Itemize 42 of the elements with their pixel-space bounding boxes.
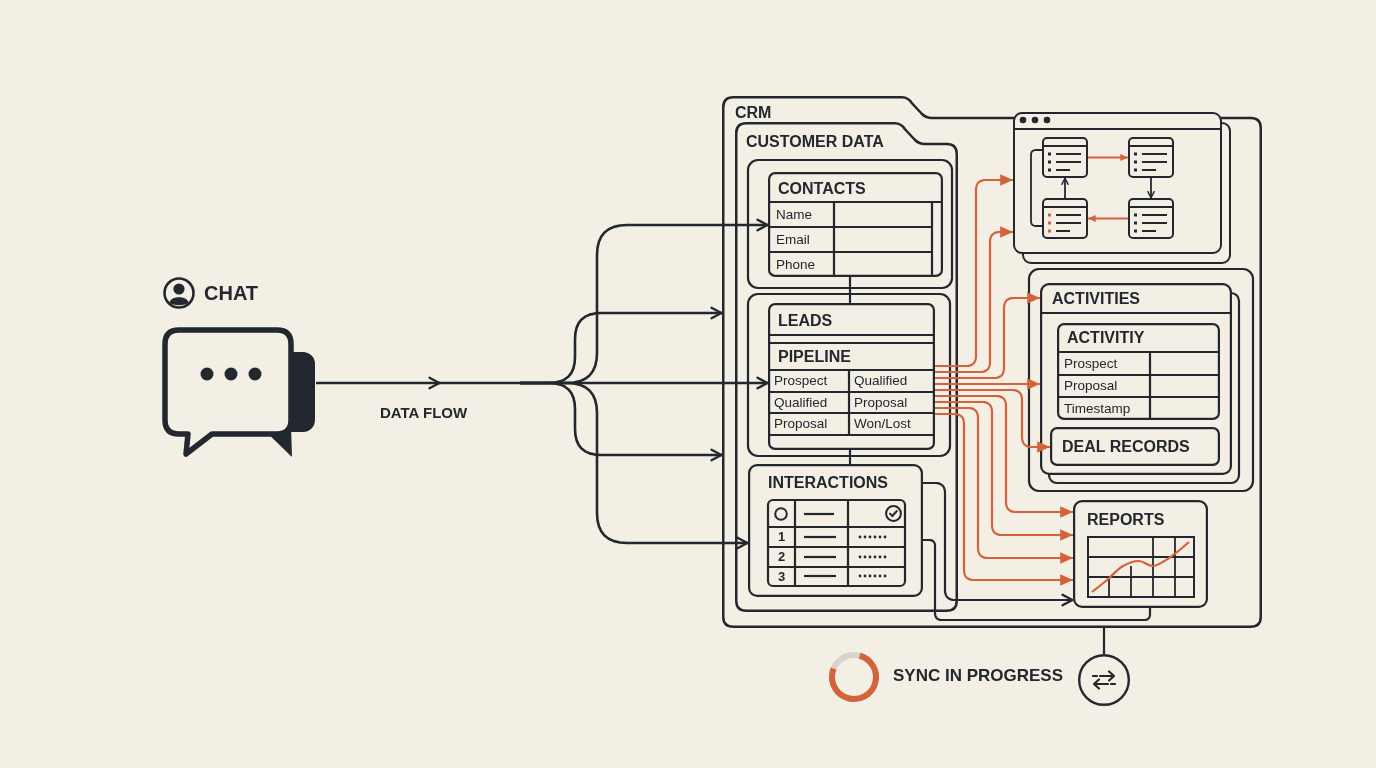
connector-line [1102, 628, 1106, 654]
section-heading: CRM [735, 103, 772, 123]
arrow [935, 378, 1040, 390]
section-heading: REPORTS [1087, 510, 1165, 530]
arrow [520, 381, 749, 550]
row-number: 2 [776, 548, 787, 566]
connector-line [848, 450, 852, 464]
field-label: Proposal [1064, 377, 1118, 395]
section-heading: ACTIVITIY [1067, 328, 1145, 348]
arrow [935, 226, 1013, 374]
section-heading: LEADS [778, 311, 833, 331]
arrow [935, 394, 1073, 518]
section-heading: INTERACTIONS [768, 473, 888, 493]
arrow [935, 412, 1073, 586]
field-label: Name [776, 206, 812, 224]
field-label: Timestamp [1064, 400, 1131, 418]
arrow [935, 174, 1013, 368]
arrow [935, 388, 1050, 453]
section-heading: PIPELINE [778, 347, 851, 367]
stage-label: Qualified [774, 394, 828, 412]
section-heading: CONTACTS [778, 179, 866, 199]
arrow [935, 406, 1073, 564]
section-heading: DEAL RECORDS [1062, 437, 1190, 456]
arrow [923, 481, 1074, 607]
connector-line [848, 277, 852, 303]
stage-label: Prospect [774, 372, 828, 390]
connector-line [923, 538, 1152, 622]
row-number: 1 [776, 528, 787, 546]
arrow [935, 292, 1040, 380]
section-heading: ACTIVITIES [1052, 289, 1140, 309]
stage-label: Won/Lost [854, 415, 911, 433]
field-label: Prospect [1064, 355, 1118, 373]
stage-label: Qualified [854, 372, 908, 390]
row-number: 3 [776, 568, 787, 586]
stage-label: Proposal [854, 394, 908, 412]
section-heading: CUSTOMER DATA [746, 132, 884, 152]
section-heading: CHAT [204, 281, 259, 306]
stage-label: Proposal [774, 415, 828, 433]
field-label: Phone [776, 256, 816, 274]
field-label: Email [776, 231, 810, 249]
status-text: SYNC IN PROGRESS [893, 665, 1064, 687]
arrow [935, 400, 1073, 541]
